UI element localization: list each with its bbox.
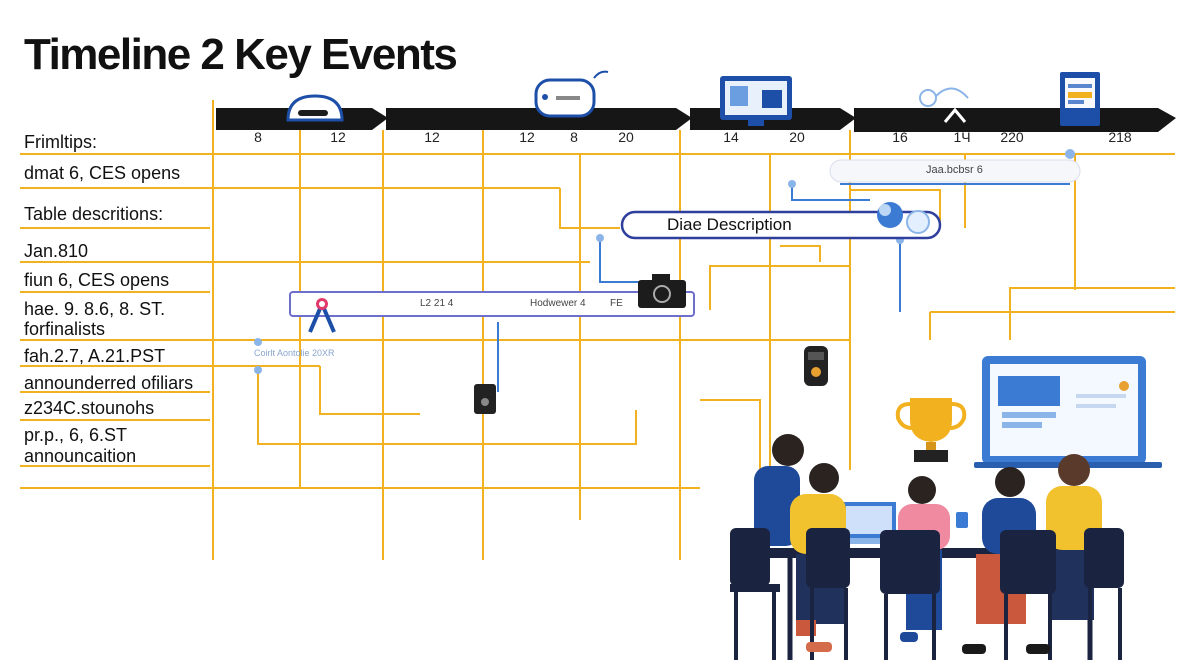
bar-label-3: FE (610, 298, 623, 309)
timeline-arrows (216, 108, 1176, 132)
event-label: fah.2.7, A.21.PST (24, 346, 166, 366)
tick-label: 16 (892, 129, 908, 145)
tick-label: 8 (570, 129, 578, 145)
header-pill-label: Jaa.bcbsr 6 (926, 164, 983, 176)
blue-connectors (497, 183, 1070, 392)
event-label: forfinalists (24, 319, 106, 339)
printer-icon (534, 70, 609, 118)
event-label: pr.p., 6, 6.ST (24, 425, 128, 445)
camera-icon (638, 274, 686, 308)
router-icon (286, 94, 344, 122)
tick-label: 12 (330, 129, 346, 145)
tick-label: 12 (519, 129, 535, 145)
document-icon (1060, 72, 1100, 126)
event-label: fiun 6, CES opens (24, 270, 170, 290)
presentation-screen (974, 356, 1162, 468)
monitor-icon (720, 76, 792, 126)
event-label: announderred ofiliars (24, 373, 194, 393)
globe-icon (877, 202, 930, 234)
robot-arm-icon (308, 298, 336, 333)
description-pill (620, 210, 942, 240)
event-label: Table descritions: (24, 204, 164, 224)
timeline-dots (254, 149, 1075, 374)
cloud-sync-icon (919, 87, 969, 123)
event-label: dmat 6, CES opens (24, 163, 181, 183)
tick-label: 220 (1000, 129, 1024, 145)
event-label: Jan.810 (24, 241, 89, 261)
event-label: z234C.stounohs (24, 398, 155, 418)
event-label: announcaition (24, 446, 137, 466)
event-bar (289, 291, 695, 317)
bar-label-1: L2 21 4 (420, 298, 454, 309)
page-title: Timeline 2 Key Events (24, 30, 458, 79)
smart-device-icon (804, 346, 828, 386)
tick-label: 12 (424, 129, 440, 145)
tick-label: 14 (723, 129, 739, 145)
tick-label: 218 (1108, 129, 1132, 145)
event-label: hae. 9. 8.6, 8. ST. (24, 299, 166, 319)
tick-label: 20 (618, 129, 634, 145)
bar-label-2: Hodwewer 4 (530, 298, 586, 309)
team-illustration (730, 434, 1124, 660)
trophy-icon (895, 398, 967, 462)
description-pill-label: Diae Description (667, 215, 792, 234)
tick-label: 8 (254, 129, 262, 145)
small-note: Coirlt Aontolie 20XR (254, 348, 335, 358)
speaker-icon (474, 384, 496, 414)
tick-label: 20 (789, 129, 805, 145)
event-label: Frimltips: (24, 132, 97, 152)
tick-label: 1Ч (953, 129, 971, 145)
header-pill (829, 159, 1081, 183)
